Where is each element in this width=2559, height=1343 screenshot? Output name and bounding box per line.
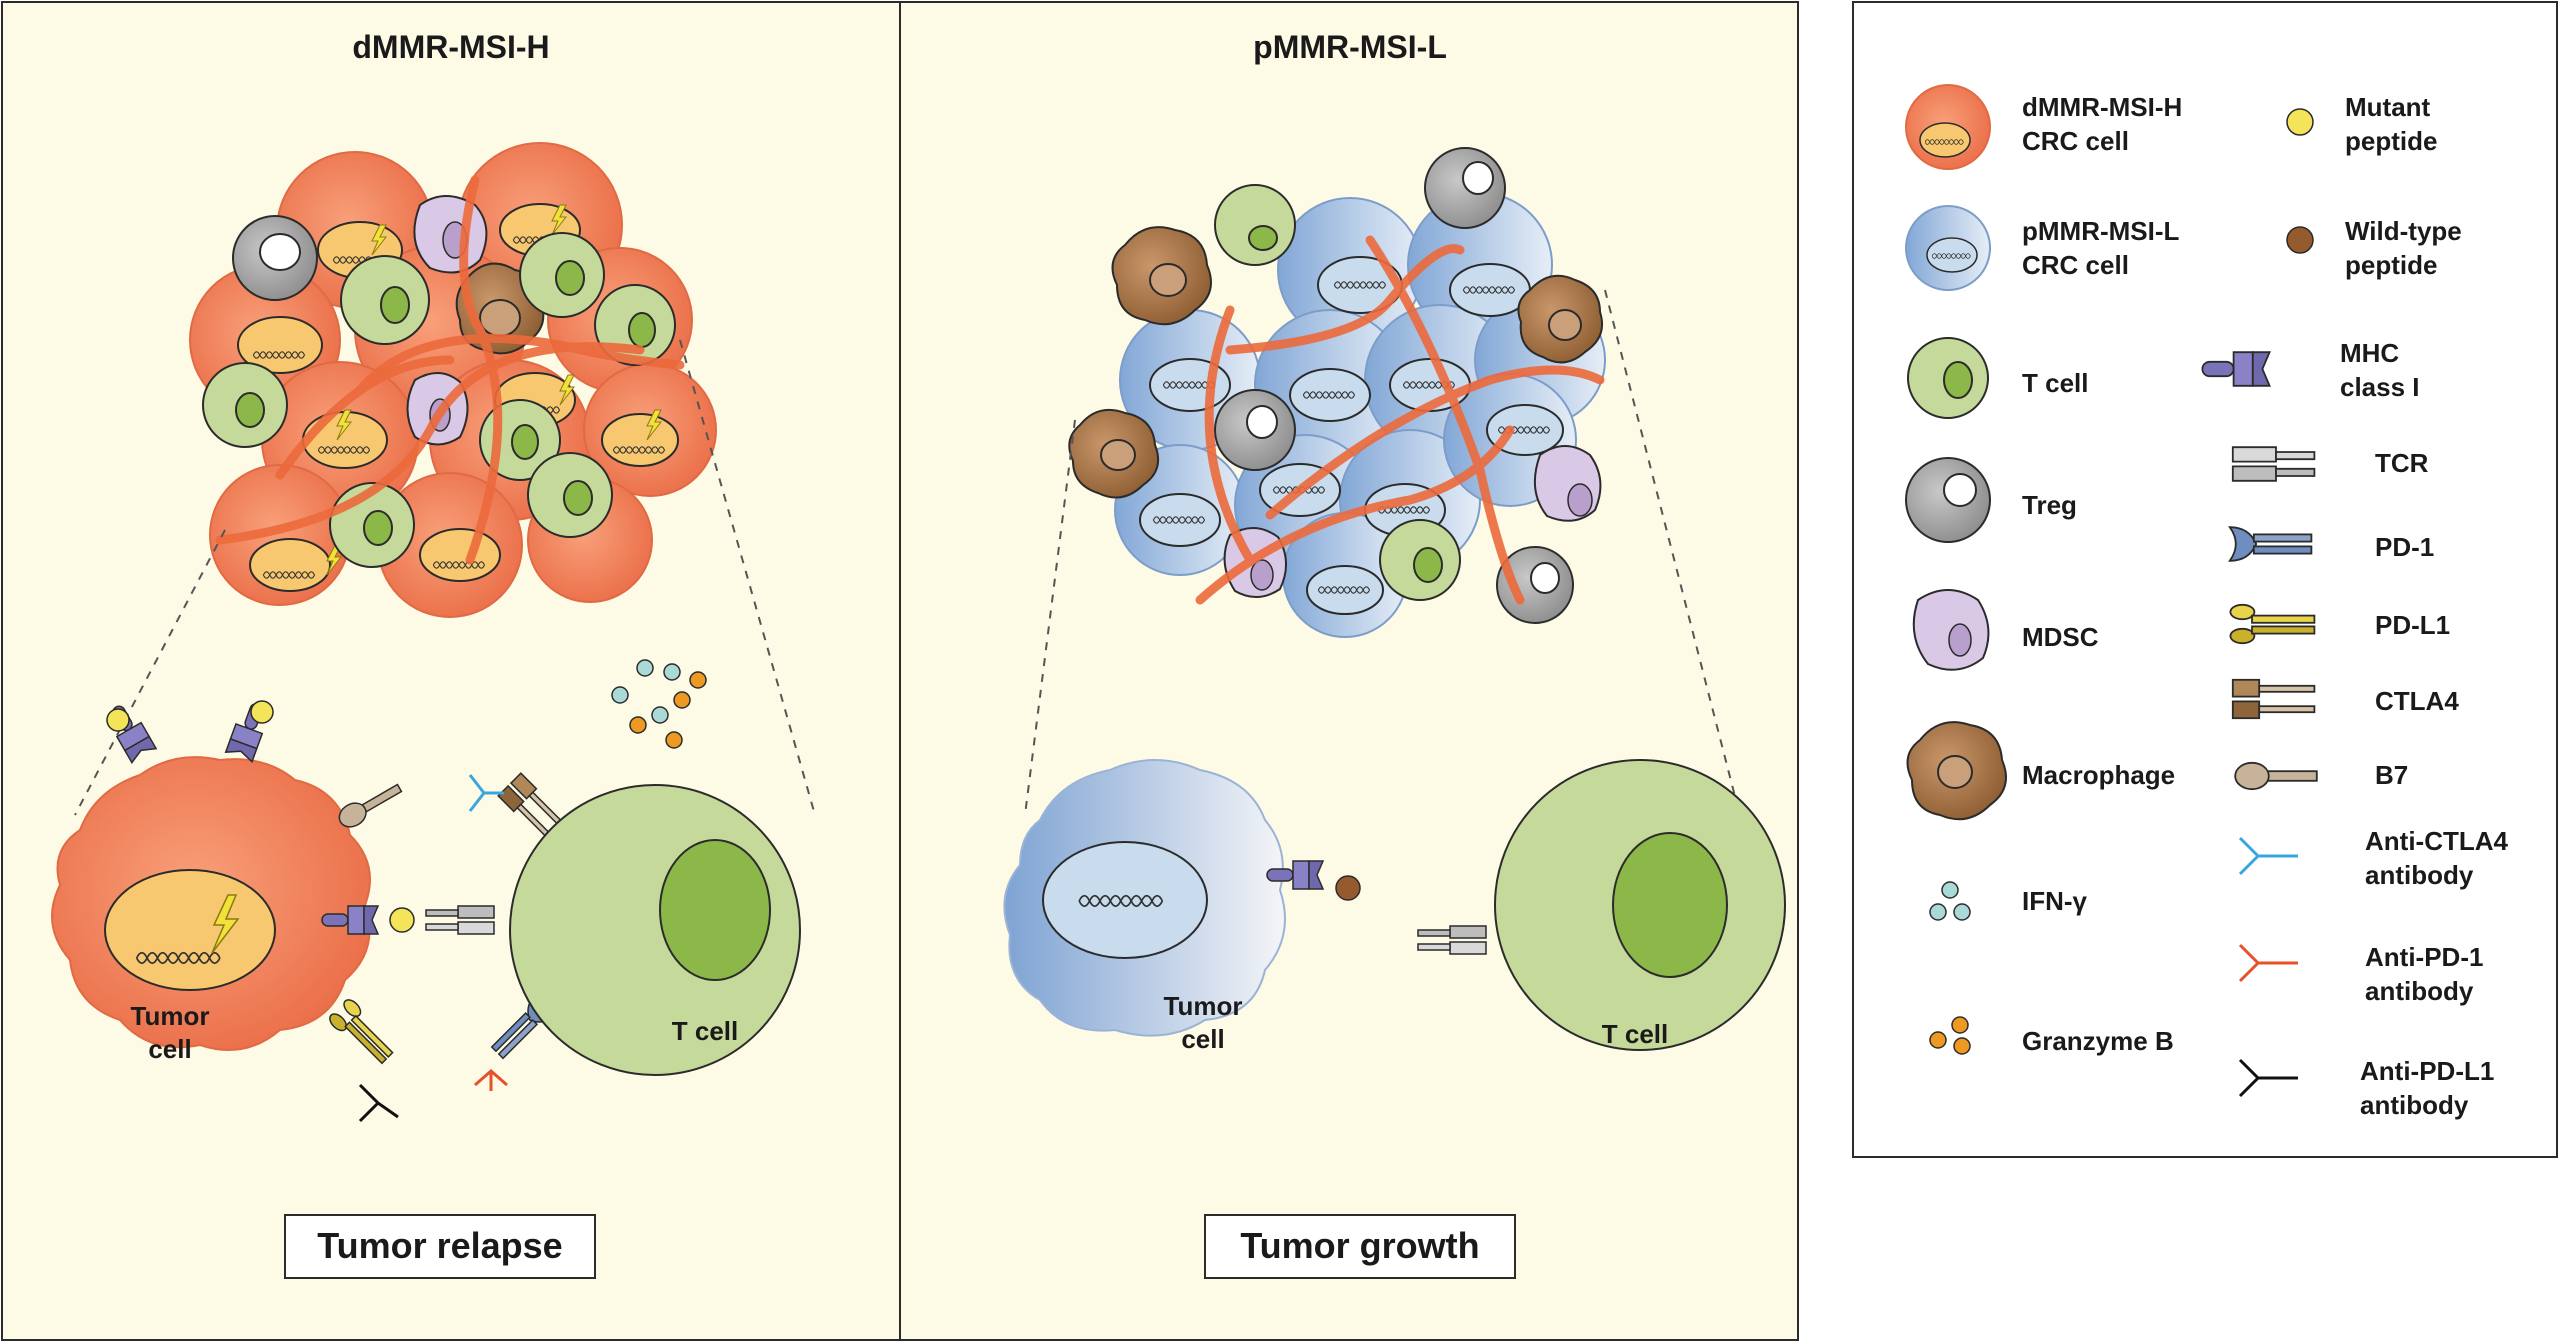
outcome-box-relapse: [284, 1214, 596, 1279]
legend-dmmr-label: dMMR-MSI-H: [2022, 92, 2182, 122]
legend-ifn-label: IFN-γ: [2022, 886, 2088, 916]
t-cell-nucleus: [1612, 832, 1728, 978]
legend-pd1-label: PD-1: [2375, 532, 2434, 562]
legend-ifn-gamma-icon: [1929, 881, 1971, 921]
legend-mutant-peptide-icon: [2286, 108, 2314, 136]
pmmr-tumor-label-2: cell: [1181, 1024, 1224, 1054]
legend-pdl1-label: PD-L1: [2375, 610, 2450, 640]
legend-macrophage-label: Macrophage: [2022, 760, 2175, 790]
mhc-mutant-top-2: [224, 698, 274, 763]
dmmr-tumor-label-2: cell: [148, 1034, 191, 1064]
legend-pmmr-label-2: CRC cell: [2022, 250, 2129, 280]
legend-tcr-label: TCR: [2375, 448, 2429, 478]
legend-anti-pdl1-icon: [2238, 1058, 2298, 1098]
legend-granzyme-label: Granzyme B: [2022, 1026, 2174, 1056]
mutant-peptide-icon: [389, 907, 415, 933]
anti-pd1-antibody-icon: [474, 1069, 508, 1091]
legend-anti-pd1-label-2: antibody: [2365, 976, 2474, 1006]
pmmr-tumor-label: Tumor: [1164, 991, 1243, 1021]
legend-anti-pd1-label: Anti-PD-1: [2365, 942, 2483, 972]
mhc-mutant-top-1: [103, 699, 157, 764]
legend-mutant-label-2: peptide: [2345, 126, 2437, 156]
dmmr-tumor-mass: [189, 142, 717, 618]
legend-anti-ctla4-label-2: antibody: [2365, 860, 2474, 890]
t-cell-nucleus: [659, 839, 771, 981]
panel-pmmr-title: pMMR-MSI-L: [1253, 29, 1447, 65]
legend-treg-label: Treg: [2022, 490, 2077, 520]
outcome-growth-label: Tumor growth: [1240, 1225, 1479, 1266]
pmmr-zoom-lines: [1024, 289, 1751, 856]
legend-wild-type-peptide-icon: [2286, 226, 2314, 254]
panel-dmmr: dMMR-MSI-H: [1, 1, 901, 1341]
legend-wild-label-2: peptide: [2345, 250, 2437, 280]
legend-anti-pd1-icon: [2238, 943, 2298, 983]
outcome-box-growth: [1204, 1214, 1516, 1279]
panel-dmmr-title: dMMR-MSI-H: [352, 29, 549, 65]
pmmr-tumor-mass: [1068, 147, 1606, 638]
pmmr-nucleus: [1042, 841, 1208, 959]
dmmr-nucleus: [104, 869, 276, 991]
legend-frame: [1852, 1, 2558, 1158]
wild-type-peptide-icon: [1335, 875, 1361, 901]
legend-anti-pdl1-label-2: antibody: [2360, 1090, 2469, 1120]
cytokines-left: [611, 659, 707, 749]
legend-anti-ctla4-icon: [2238, 836, 2298, 876]
legend-ctla4-label: CTLA4: [2375, 686, 2459, 716]
legend-mhc-label: MHC: [2340, 338, 2399, 368]
legend-wild-label: Wild-type: [2345, 216, 2462, 246]
dmmr-tcell-label: T cell: [672, 1016, 738, 1046]
lightning-icon: [211, 894, 240, 954]
legend-granzyme-icon: [1929, 1016, 1971, 1055]
dmmr-tumor-label: Tumor: [131, 1001, 210, 1031]
legend-mhc-label-2: class I: [2340, 372, 2420, 402]
legend-dmmr-label-2: CRC cell: [2022, 126, 2129, 156]
legend-mdsc-label: MDSC: [2022, 622, 2099, 652]
panel-pmmr: pMMR-MSI-L: [899, 1, 1799, 1341]
legend-pmmr-label: pMMR-MSI-L: [2022, 216, 2180, 246]
outcome-relapse-label: Tumor relapse: [317, 1225, 562, 1266]
anti-pdl1-antibody-icon: [358, 1083, 399, 1123]
dmmr-zoom-lines: [74, 339, 816, 816]
legend-anti-ctla4-label: Anti-CTLA4: [2365, 826, 2509, 856]
legend-tcell-label: T cell: [2022, 368, 2088, 398]
legend: dMMR-MSI-H CRC cell pMMR-MSI-L CRC cell …: [1852, 1, 2558, 1158]
legend-mutant-label: Mutant: [2345, 92, 2431, 122]
anti-ctla4-antibody-icon: [468, 774, 504, 812]
pmmr-tcell-label: T cell: [1602, 1019, 1668, 1049]
legend-anti-pdl1-label: Anti-PD-L1: [2360, 1056, 2494, 1086]
legend-b7-label: B7: [2375, 760, 2408, 790]
